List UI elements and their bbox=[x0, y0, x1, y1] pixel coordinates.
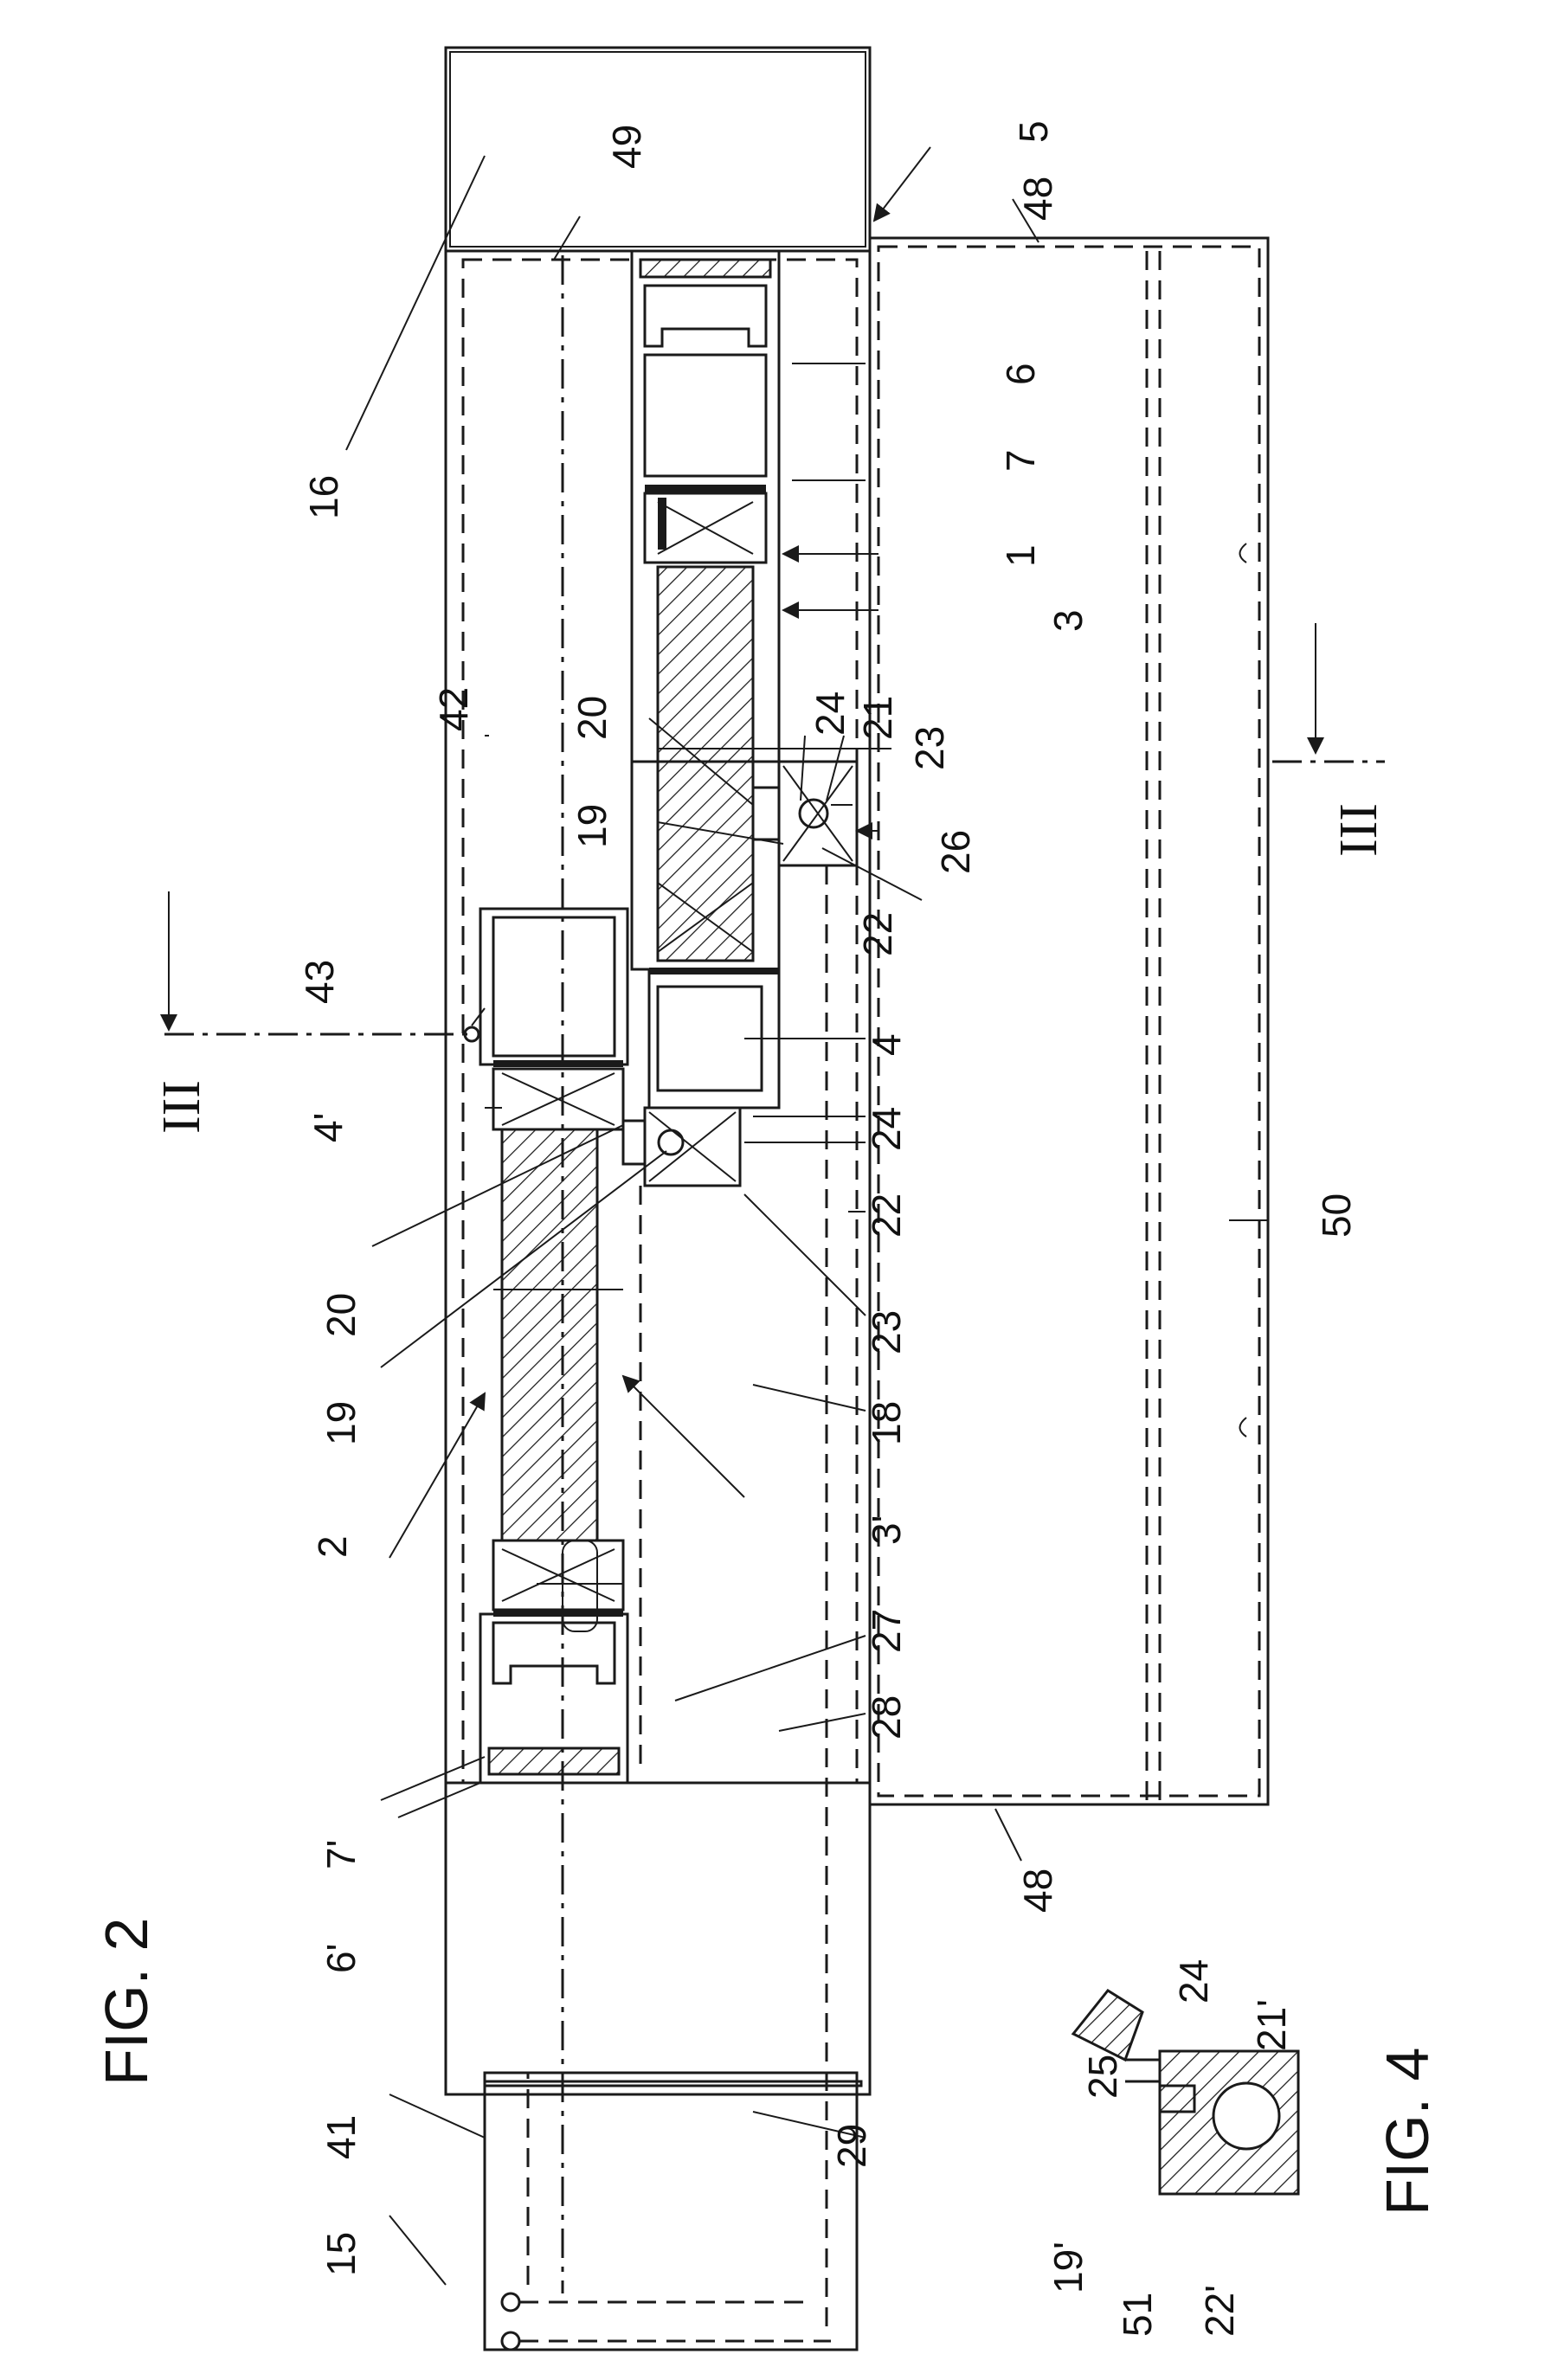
label-21: 21 bbox=[855, 696, 900, 740]
label-43: 43 bbox=[297, 960, 342, 1004]
sash-assembly-1 bbox=[632, 251, 779, 762]
label-19p: 19' bbox=[1046, 2242, 1091, 2293]
label-41: 41 bbox=[319, 2115, 364, 2159]
label-19b: 19 bbox=[319, 1401, 364, 1445]
label-28: 28 bbox=[864, 1695, 909, 1740]
label-49: 49 bbox=[604, 125, 649, 169]
label-48b: 48 bbox=[1015, 1869, 1060, 1913]
label-22a: 22 bbox=[855, 912, 900, 956]
label-5: 5 bbox=[1011, 120, 1056, 143]
label-23a: 23 bbox=[907, 726, 952, 770]
label-2: 2 bbox=[310, 1535, 355, 1558]
label-29: 29 bbox=[829, 2124, 874, 2168]
fig2-title: FIG. 2 bbox=[93, 1918, 160, 2086]
belt-paths-29 bbox=[519, 2073, 831, 2341]
tongue-51 bbox=[1125, 2060, 1160, 2081]
end-block-29 bbox=[485, 2081, 861, 2086]
fig4-title: FIG. 4 bbox=[1374, 2048, 1441, 2216]
label-20b: 20 bbox=[319, 1293, 364, 1337]
label-4p: 4' bbox=[306, 1113, 351, 1142]
label-21p: 21' bbox=[1249, 1999, 1294, 2051]
label-6p: 6' bbox=[319, 1944, 364, 1973]
hook-upper bbox=[1240, 544, 1247, 563]
sash-assembly-4p bbox=[465, 909, 627, 1129]
panel-48 bbox=[870, 238, 1268, 1804]
label-4: 4 bbox=[864, 1033, 909, 1056]
label-16: 16 bbox=[301, 475, 346, 519]
label-20a: 20 bbox=[570, 696, 615, 740]
ball-24 bbox=[1213, 2083, 1279, 2149]
arrow-2 bbox=[389, 1393, 485, 1558]
leader-lines bbox=[346, 156, 1268, 2285]
label-24c: 24 bbox=[1171, 1959, 1216, 2004]
label-23b: 23 bbox=[864, 1310, 909, 1354]
label-19a: 19 bbox=[570, 804, 615, 848]
label-24a: 24 bbox=[808, 691, 853, 736]
section-mark-left: III bbox=[152, 1080, 211, 1134]
profile-19p bbox=[1073, 1991, 1142, 2060]
label-6: 6 bbox=[998, 363, 1043, 385]
label-27: 27 bbox=[864, 1609, 909, 1653]
label-1: 1 bbox=[998, 544, 1043, 567]
fig2-drawing bbox=[164, 48, 1385, 2350]
sash-assembly-2 bbox=[480, 1129, 627, 1783]
sash-assembly-4 bbox=[632, 762, 779, 1108]
label-22b: 22 bbox=[864, 1193, 909, 1238]
pulley-upper bbox=[502, 2293, 519, 2311]
panel-48-inner bbox=[878, 247, 1259, 1796]
label-24b: 24 bbox=[864, 1107, 909, 1151]
label-42: 42 bbox=[431, 687, 476, 731]
hook-lower bbox=[1240, 1418, 1247, 1437]
label-50: 50 bbox=[1314, 1193, 1359, 1238]
label-25: 25 bbox=[1080, 2055, 1125, 2099]
label-3: 3 bbox=[1046, 609, 1091, 632]
motor-housing-29 bbox=[485, 2073, 857, 2350]
label-7: 7 bbox=[998, 449, 1043, 472]
end-block-16 bbox=[450, 52, 866, 247]
roller-block-26 bbox=[753, 762, 857, 865]
label-3p: 3' bbox=[864, 1515, 909, 1545]
roller-block-18 bbox=[623, 1108, 740, 1186]
label-51: 51 bbox=[1115, 2293, 1160, 2337]
label-18: 18 bbox=[864, 1401, 909, 1445]
label-7p: 7' bbox=[319, 1840, 364, 1869]
arrow-5 bbox=[874, 147, 930, 221]
label-48a: 48 bbox=[1015, 177, 1060, 221]
label-26: 26 bbox=[933, 830, 978, 874]
pulley-lower bbox=[502, 2332, 519, 2350]
label-15: 15 bbox=[319, 2232, 364, 2276]
section-mark-right: III bbox=[1329, 803, 1388, 857]
label-22p: 22' bbox=[1197, 2285, 1242, 2337]
